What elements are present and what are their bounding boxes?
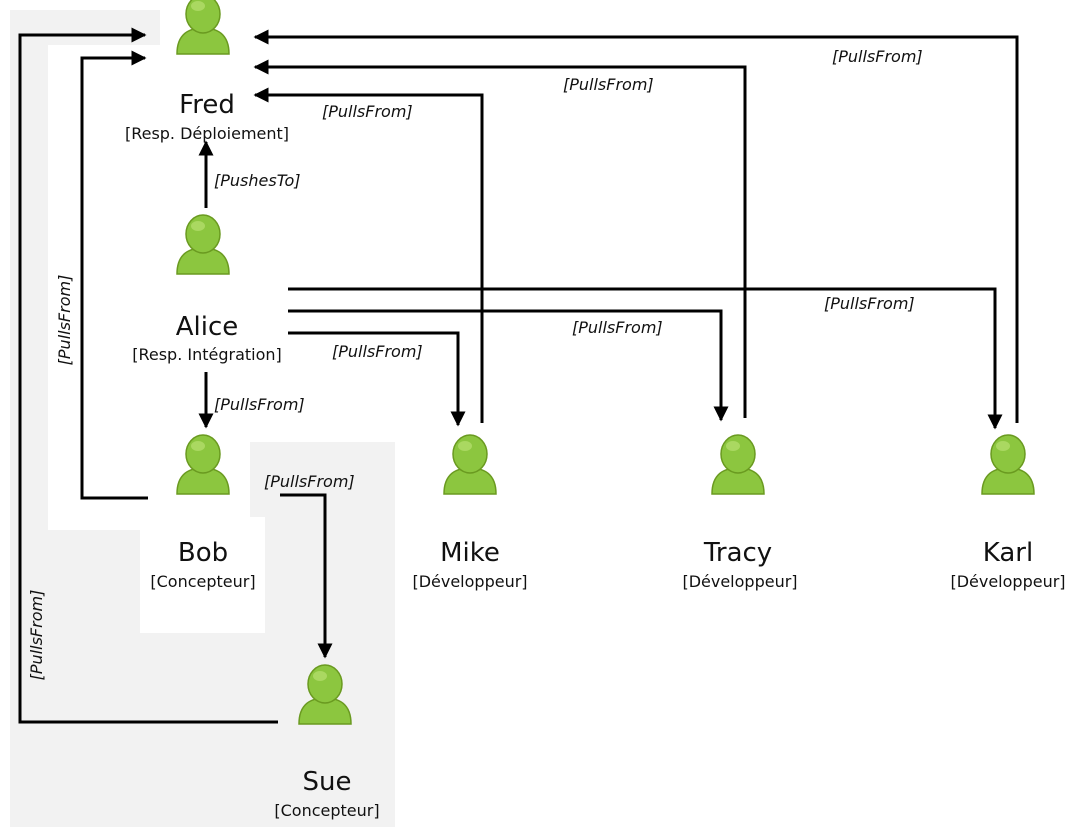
person-alice: Alice [Resp. Intégration]	[132, 214, 282, 364]
person-sue: Sue [Concepteur]	[274, 664, 380, 820]
label-fred-mike: [PullsFrom]	[322, 102, 413, 121]
shade-region	[10, 10, 395, 827]
edge-fred-karl	[253, 29, 1019, 423]
person-tracy: Tracy [Développeur]	[682, 434, 798, 591]
label-fred-karl: [PullsFrom]	[832, 47, 923, 66]
person-icon	[981, 434, 1035, 495]
person-name: Fred	[179, 90, 235, 120]
person-role: [Resp. Intégration]	[132, 345, 282, 364]
label-alice-fred: [PushesTo]	[214, 171, 301, 190]
label-fred-tracy: [PullsFrom]	[563, 75, 654, 94]
person-role: [Resp. Déploiement]	[125, 124, 289, 143]
person-role: [Concepteur]	[274, 801, 379, 820]
person-karl: Karl [Développeur]	[950, 434, 1066, 591]
label-bob-sue: [PullsFrom]	[264, 472, 355, 491]
label-alice-bob: [PullsFrom]	[214, 395, 305, 414]
edge-fred-bob	[80, 50, 148, 500]
person-name: Karl	[983, 538, 1033, 568]
person-icon	[176, 434, 230, 495]
person-fred: Fred [Resp. Déploiement]	[125, 0, 289, 143]
person-mike: Mike [Développeur]	[412, 434, 528, 591]
label-fred-bob: [PullsFrom]	[55, 275, 74, 366]
person-name: Alice	[176, 312, 239, 342]
edge-alice-tracy	[288, 309, 729, 422]
label-fred-sue: [PullsFrom]	[27, 590, 46, 681]
edge-fred-sue	[18, 27, 278, 724]
person-name: Bob	[178, 538, 228, 568]
person-icon	[176, 0, 230, 55]
person-bob: Bob [Concepteur]	[150, 434, 256, 591]
label-alice-karl: [PullsFrom]	[824, 294, 915, 313]
person-role: [Développeur]	[412, 572, 527, 591]
person-role: [Développeur]	[682, 572, 797, 591]
person-icon	[711, 434, 765, 495]
person-icon	[443, 434, 497, 495]
label-alice-mike: [PullsFrom]	[332, 342, 423, 361]
person-icon	[176, 214, 230, 275]
label-alice-tracy: [PullsFrom]	[572, 318, 663, 337]
person-name: Mike	[440, 538, 500, 568]
person-name: Sue	[303, 767, 352, 797]
edge-bob-sue	[280, 493, 333, 659]
edge-fred-mike	[253, 87, 484, 423]
edge-alice-karl	[288, 287, 1003, 430]
edge-fred-tracy	[253, 59, 747, 418]
person-role: [Concepteur]	[150, 572, 255, 591]
edge-alice-mike	[288, 331, 466, 427]
person-role: [Développeur]	[950, 572, 1065, 591]
person-name: Tracy	[703, 538, 772, 568]
